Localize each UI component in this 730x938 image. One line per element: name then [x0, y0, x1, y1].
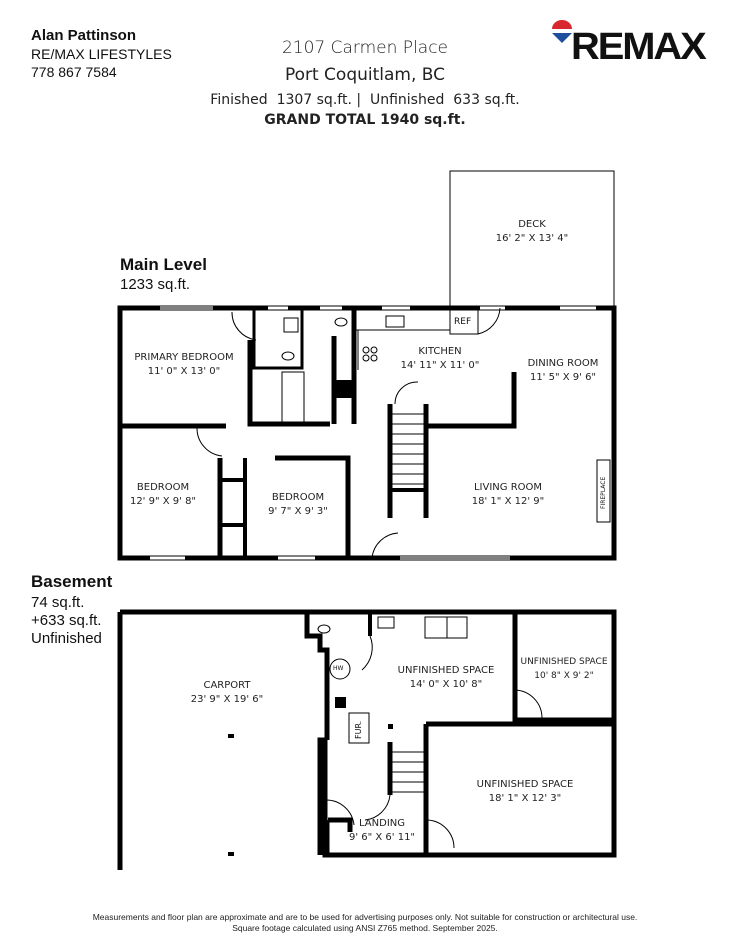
basement-area: 74 sq.ft.	[31, 594, 85, 611]
ref-label: REF	[454, 317, 472, 327]
agent-office: RE/MAX LIFESTYLES	[31, 46, 172, 62]
main-level-area: 1233 sq.ft.	[120, 276, 191, 293]
disclaimer-line-2: Square footage calculated using ANSI Z76…	[232, 923, 498, 933]
grand-total: GRAND TOTAL 1940 sq.ft.	[264, 112, 466, 128]
agent-name: Alan Pattinson	[31, 27, 137, 44]
agent-phone: 778 867 7584	[31, 64, 117, 80]
address-line-2: Port Coquitlam, BC	[284, 65, 446, 85]
remax-logo: REMAX	[551, 18, 711, 68]
unfinished-label: Unfinished	[369, 92, 445, 108]
basement-title: Basement	[31, 572, 113, 591]
address-line-1: 2107 Carmen Place	[281, 38, 449, 58]
basement-unfinished-area: +633 sq.ft.	[31, 612, 102, 629]
finished-label: Finished	[210, 92, 268, 108]
hw-label: HW	[333, 665, 344, 672]
logo-text: REMAX	[571, 26, 707, 68]
disclaimer-line-1: Measurements and floor plan are approxim…	[92, 912, 638, 922]
disclaimer: Measurements and floor plan are approxim…	[0, 912, 730, 934]
basement-unfinished-label: Unfinished	[31, 630, 102, 647]
main-level-title: Main Level	[120, 255, 207, 274]
balloon-logo-icon	[552, 20, 572, 43]
fireplace-label: FIREPLACE	[600, 476, 607, 509]
finished-sqft: 1307 sq.ft.	[276, 92, 352, 108]
furnace-label: FUR.	[354, 720, 363, 739]
unfinished-sqft: 633 sq.ft.	[453, 92, 520, 108]
area-summary: Finished 1307 sq.ft. | Unfinished 633 sq…	[210, 92, 520, 108]
